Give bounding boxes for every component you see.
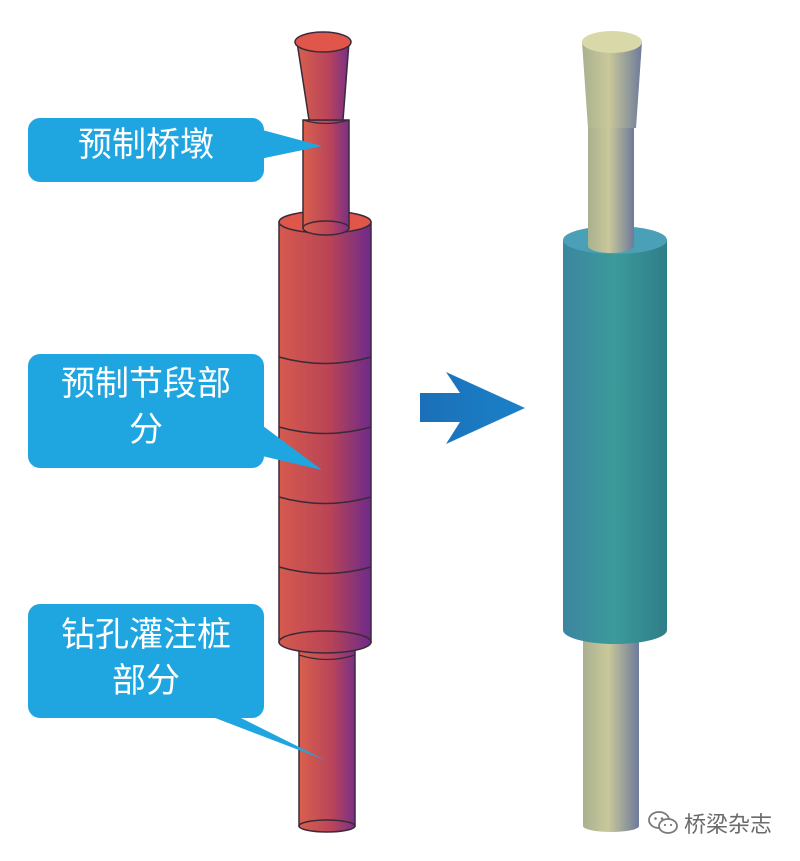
precast-pier	[294, 31, 352, 236]
callout-label-precast-segment: 预制节段部 分	[61, 364, 231, 450]
segment-sleeve	[278, 210, 372, 654]
callout-precast-pier	[28, 118, 322, 182]
assembled-pier	[582, 31, 642, 253]
callout-label-precast-pier: 预制桥墩	[78, 125, 214, 165]
callout-label-drilled-pile: 钻孔灌注桩 部分	[61, 615, 231, 701]
callout-precast-segment	[28, 354, 322, 470]
watermark-text: 桥梁杂志	[684, 813, 773, 838]
transform-arrow	[420, 372, 525, 444]
watermark: 桥梁杂志	[648, 806, 772, 840]
assembled-sleeve	[563, 226, 667, 644]
right-pier-model	[563, 31, 667, 832]
pile-column	[298, 639, 356, 833]
left-pier-model	[278, 31, 372, 833]
callout-drilled-pile	[28, 604, 325, 760]
wechat-icon	[648, 810, 678, 836]
assembled-pile-column	[583, 630, 639, 832]
